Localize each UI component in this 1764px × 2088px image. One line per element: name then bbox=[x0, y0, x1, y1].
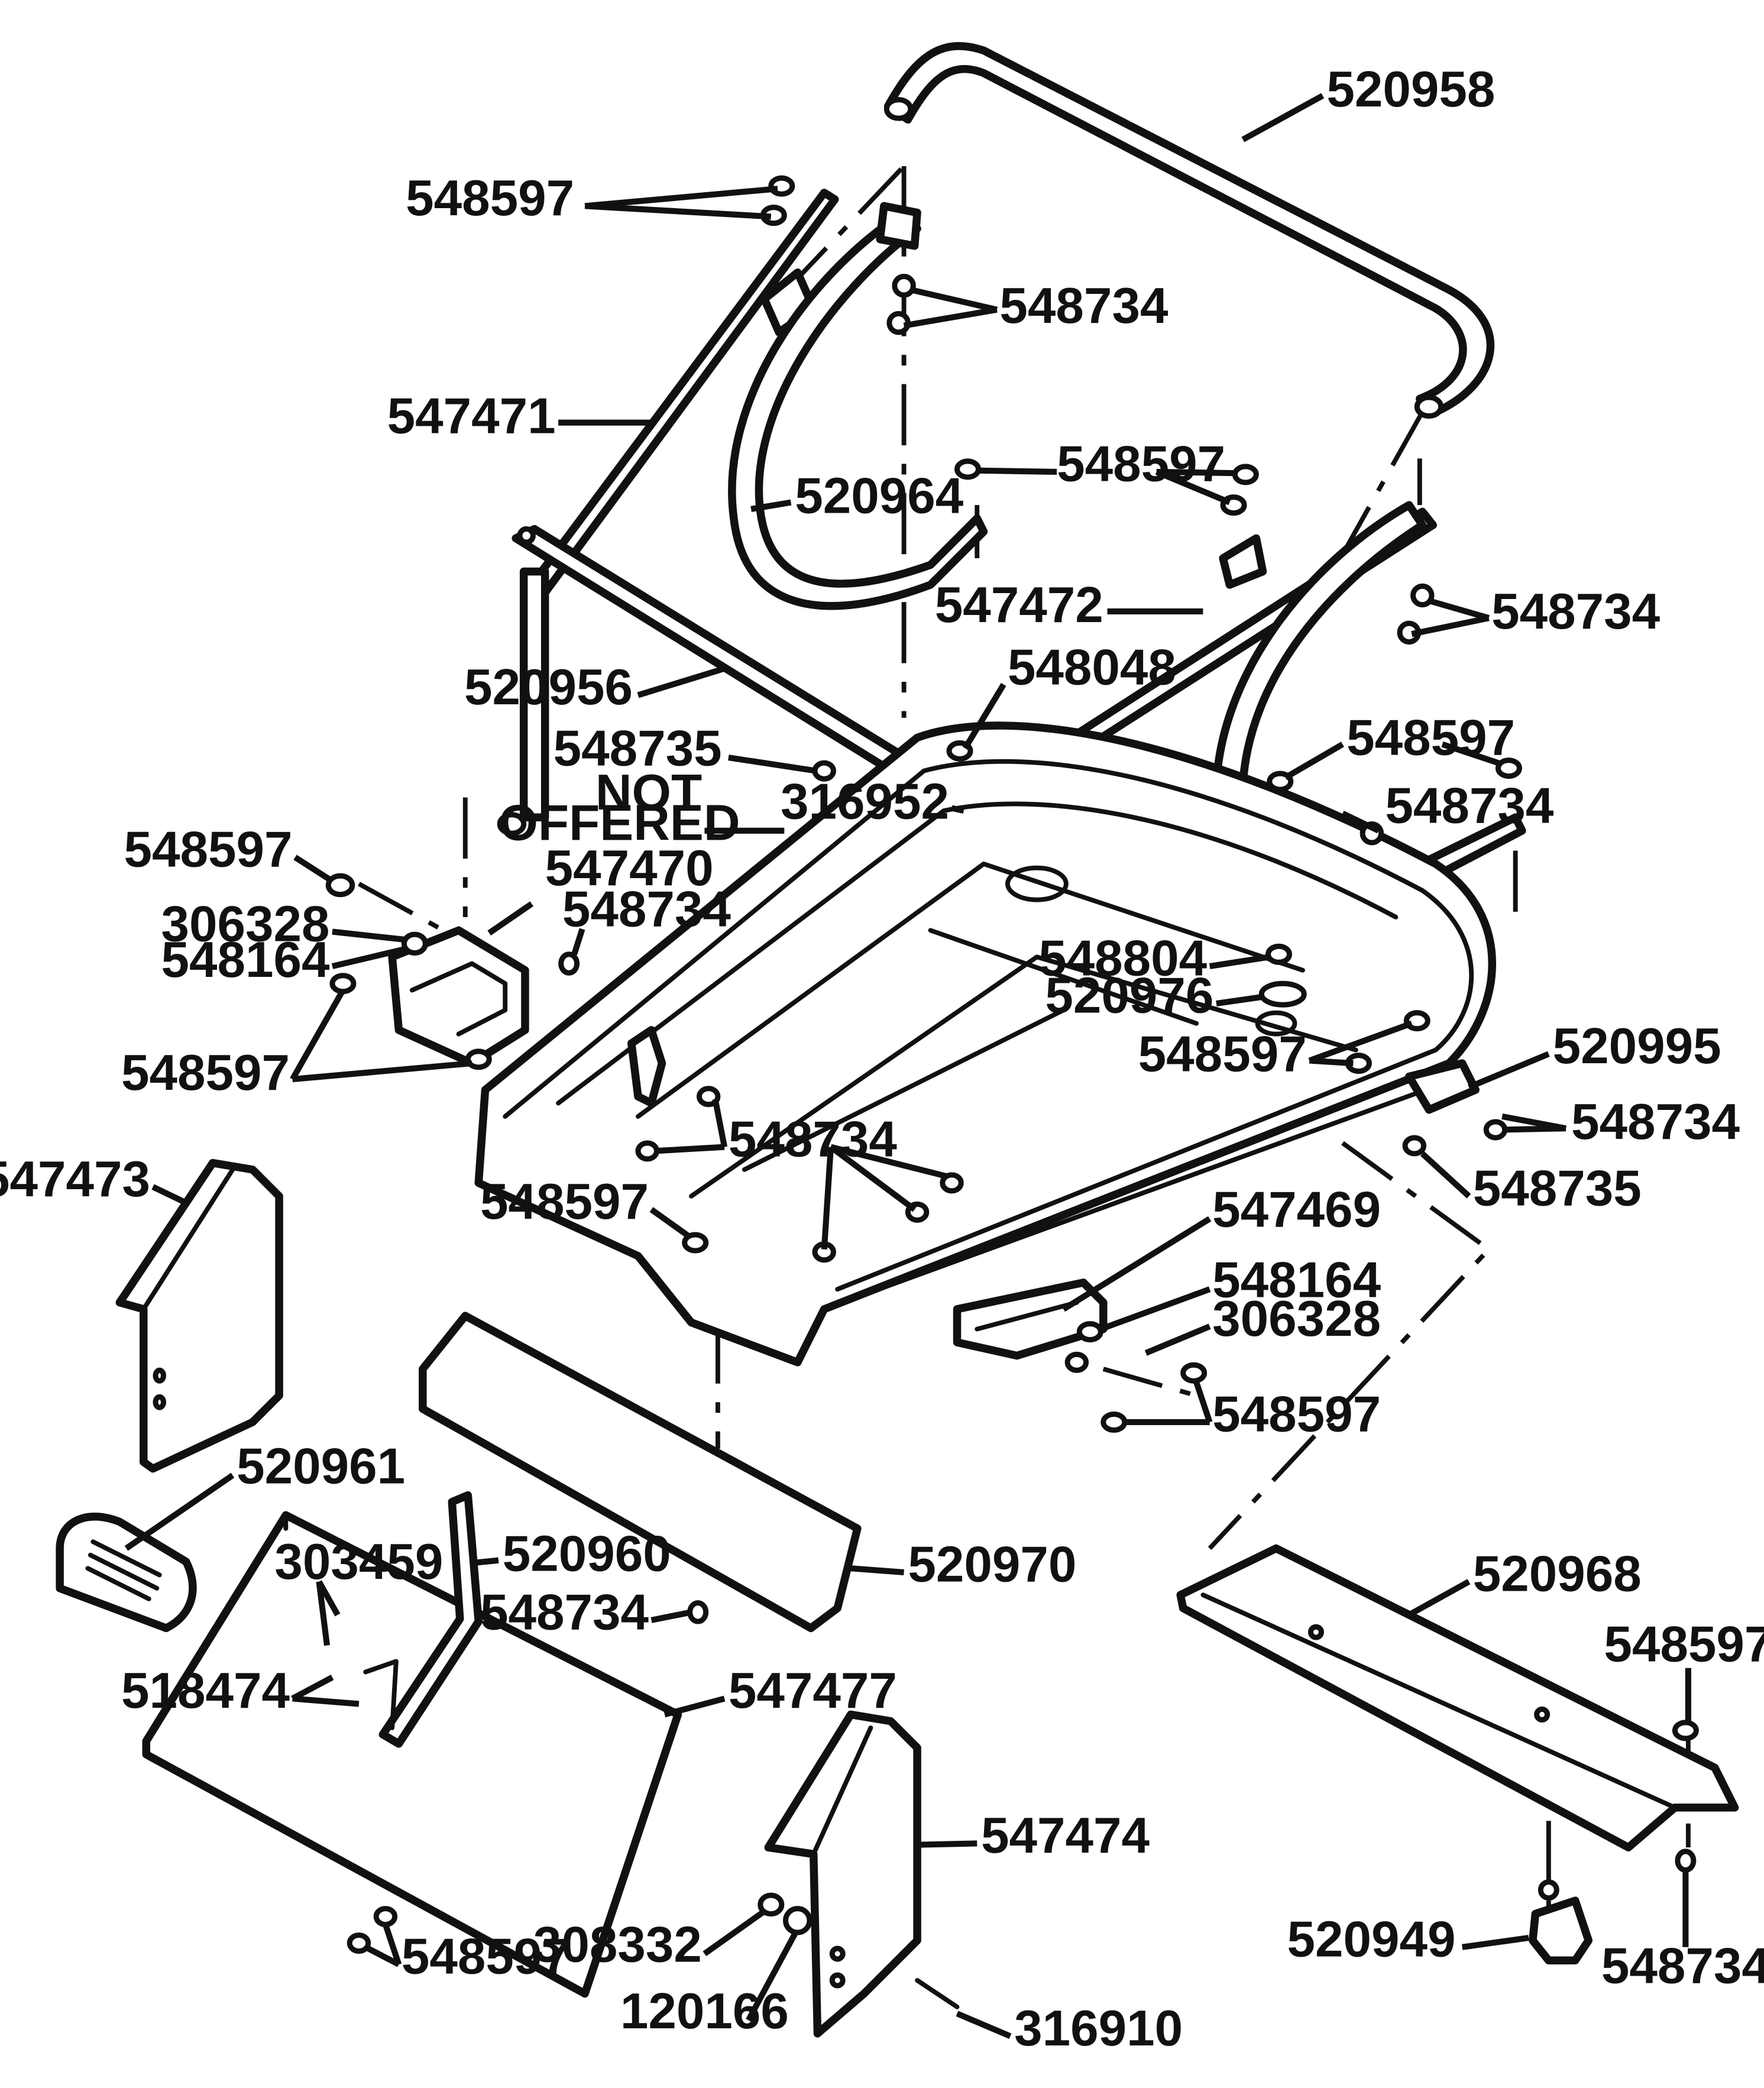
label-120166: 120166 bbox=[620, 1983, 789, 2040]
label-520976: 520976 bbox=[1045, 968, 1213, 1024]
label-520960: 520960 bbox=[503, 1526, 671, 1582]
label-548597-a: 548597 bbox=[406, 170, 574, 226]
part-520964-right-strap bbox=[1212, 501, 1526, 915]
label-548597-d: 548597 bbox=[124, 821, 293, 878]
label-548734-b: 548734 bbox=[1491, 584, 1661, 640]
label-518474: 518474 bbox=[121, 1663, 290, 1719]
label-548597-i: 548597 bbox=[1604, 1617, 1764, 1673]
label-520995: 520995 bbox=[1553, 1018, 1721, 1074]
label-547474: 547474 bbox=[981, 1808, 1150, 1864]
part-520958-top-hoop bbox=[883, 42, 1495, 419]
part-547477-floor-plate bbox=[142, 1511, 682, 1998]
label-306328-b: 306328 bbox=[1212, 1291, 1381, 1347]
label-520956: 520956 bbox=[464, 659, 633, 716]
label-520970: 520970 bbox=[908, 1537, 1076, 1593]
label-547472: 547472 bbox=[935, 577, 1103, 633]
leader-lines bbox=[124, 93, 1691, 2039]
label-548734-g: 548734 bbox=[480, 1585, 649, 1641]
part-520995-bracket bbox=[1405, 1059, 1480, 1114]
label-303459: 303459 bbox=[274, 1534, 443, 1590]
part-labels: 520958 548597 548734 547471 520964 54859… bbox=[0, 61, 1764, 2057]
part-547471-left-rail bbox=[497, 189, 839, 836]
label-547477: 547477 bbox=[729, 1663, 897, 1719]
label-not-offered-line1: NOT bbox=[595, 765, 702, 821]
label-548734-d: 548734 bbox=[562, 882, 732, 938]
label-548164-a: 548164 bbox=[161, 932, 330, 988]
part-520961-pedal-pad bbox=[56, 1513, 197, 1633]
label-520964: 520964 bbox=[795, 468, 964, 525]
part-547470-bracket bbox=[388, 926, 529, 1067]
label-548734-a: 548734 bbox=[999, 278, 1169, 334]
part-520968-right-rail-plate bbox=[1176, 1544, 1739, 1851]
label-308332: 308332 bbox=[533, 1917, 702, 1973]
label-548597-h: 548597 bbox=[1212, 1387, 1381, 1443]
part-520960-pedal-arm bbox=[363, 1491, 483, 1748]
label-547471: 547471 bbox=[387, 389, 556, 445]
part-547469-bracket bbox=[953, 1278, 1108, 1360]
part-base-pan bbox=[474, 721, 1497, 1367]
label-not-offered-line2: OFFERED bbox=[499, 795, 740, 851]
label-548804: 548804 bbox=[1038, 931, 1208, 987]
part-520964-left-strap bbox=[728, 202, 988, 610]
label-548597-e: 548597 bbox=[1138, 1027, 1307, 1083]
label-548597-j: 548597 bbox=[402, 1929, 570, 1985]
part-520949-caster bbox=[1529, 1879, 1593, 1964]
label-316952: 316952 bbox=[781, 774, 949, 830]
label-548735-b: 548735 bbox=[1473, 1161, 1642, 1217]
label-548164-b: 548164 bbox=[1212, 1252, 1381, 1309]
label-548734-e: 548734 bbox=[1571, 1094, 1740, 1150]
label-520949: 520949 bbox=[1287, 1911, 1455, 1967]
label-316910: 316910 bbox=[1014, 2000, 1183, 2057]
label-548597-b: 548597 bbox=[1057, 436, 1225, 493]
label-547473: 547473 bbox=[0, 1151, 150, 1208]
label-548597-g: 548597 bbox=[480, 1174, 649, 1230]
label-520961: 520961 bbox=[237, 1438, 405, 1494]
label-548597-c: 548597 bbox=[1347, 710, 1515, 766]
label-548735-a: 548735 bbox=[554, 721, 722, 777]
part-547473-left-panel bbox=[115, 1158, 283, 1473]
part-547474-right-panel bbox=[764, 1710, 960, 2038]
label-548734-h: 548734 bbox=[1601, 1938, 1764, 1994]
label-306328-a: 306328 bbox=[161, 896, 329, 952]
label-548734-c: 548734 bbox=[1385, 778, 1554, 834]
label-547470: 547470 bbox=[545, 840, 714, 896]
label-547469: 547469 bbox=[1212, 1182, 1381, 1238]
part-520970-front-panel bbox=[419, 1312, 862, 1633]
label-548048: 548048 bbox=[1008, 640, 1176, 696]
label-520958: 520958 bbox=[1326, 61, 1495, 118]
label-548734-f: 548734 bbox=[729, 1111, 898, 1167]
label-520968: 520968 bbox=[1473, 1546, 1642, 1602]
label-548597-f: 548597 bbox=[121, 1045, 290, 1101]
